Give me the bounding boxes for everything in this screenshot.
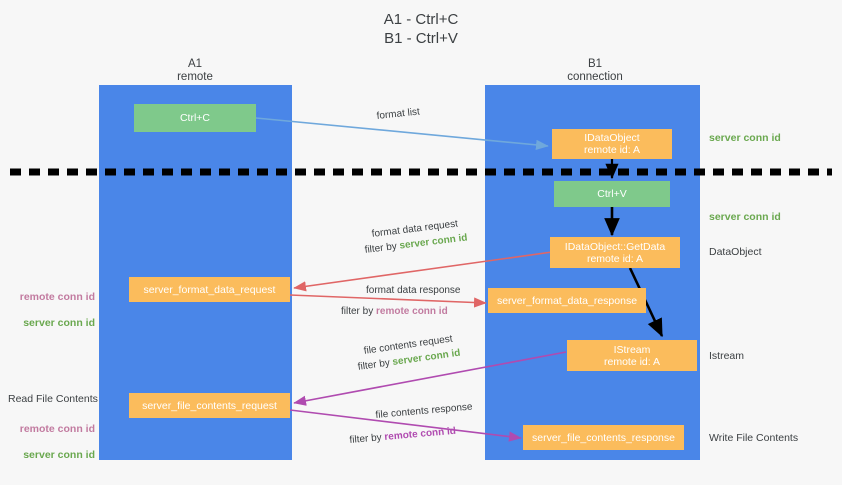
lane-header-a1: A1 remote	[130, 58, 260, 84]
left-label-conn-ids-upper: remote conn id server conn id	[0, 278, 95, 343]
right-label-dataobject: DataObject	[709, 246, 762, 258]
node-server-format-data-request[interactable]: server_format_data_request	[129, 277, 290, 302]
filter-prefix-3: filter by	[357, 357, 394, 373]
edge-label-file-contents-response: file contents response	[375, 401, 473, 421]
page-title: A1 - Ctrl+C B1 - Ctrl+V	[383, 11, 459, 47]
left-label-read-file-contents: Read File Contents	[8, 393, 98, 405]
lane-header-b1-name: B1	[587, 58, 603, 70]
node-server-file-contents-request[interactable]: server_file_contents_request	[129, 393, 290, 418]
right-label-server-conn-id-top: server conn id	[709, 132, 781, 144]
left-label-remote-conn-id-upper: remote conn id	[19, 291, 95, 303]
edge-label-format-data-response: format data response	[366, 285, 461, 296]
left-label-remote-conn-id-lower: remote conn id	[19, 423, 95, 435]
left-label-server-conn-id-lower: server conn id	[23, 449, 95, 461]
filter-value-remote-conn-id-1: remote conn id	[376, 306, 448, 317]
edge-label-file-contents-response-filter: filter by remote conn id	[349, 425, 456, 447]
node-ctrl-c[interactable]: Ctrl+C	[134, 104, 256, 132]
edge-label-format-data-response-filter: filter by remote conn id	[341, 305, 448, 318]
lane-header-a1-sub: remote	[177, 71, 213, 83]
lane-header-b1: B1 connection	[530, 58, 660, 84]
left-label-server-conn-id-upper: server conn id	[23, 317, 95, 329]
filter-prefix-2: filter by	[341, 306, 377, 317]
filter-prefix-4: filter by	[349, 431, 385, 446]
edge-label-format-list: format list	[376, 106, 421, 122]
right-label-server-conn-id-mid: server conn id	[709, 211, 781, 223]
left-label-conn-ids-lower: remote conn id server conn id	[0, 410, 95, 475]
node-istream[interactable]: IStream remote id: A	[567, 340, 697, 371]
node-server-format-data-response[interactable]: server_format_data_response	[488, 288, 646, 313]
node-idataobject[interactable]: IDataObject remote id: A	[552, 129, 672, 159]
node-server-file-contents-response[interactable]: server_file_contents_response	[523, 425, 684, 450]
lane-header-a1-name: A1	[187, 58, 203, 70]
right-label-write-file-contents: Write File Contents	[709, 432, 799, 444]
node-ctrl-v[interactable]: Ctrl+V	[554, 181, 670, 207]
right-label-istream: Istream	[709, 350, 745, 362]
node-getdata[interactable]: IDataObject::GetData remote id: A	[550, 237, 680, 268]
filter-prefix-1: filter by	[364, 240, 401, 256]
lane-header-b1-sub: connection	[567, 71, 623, 83]
filter-value-remote-conn-id-2: remote conn id	[383, 425, 457, 443]
